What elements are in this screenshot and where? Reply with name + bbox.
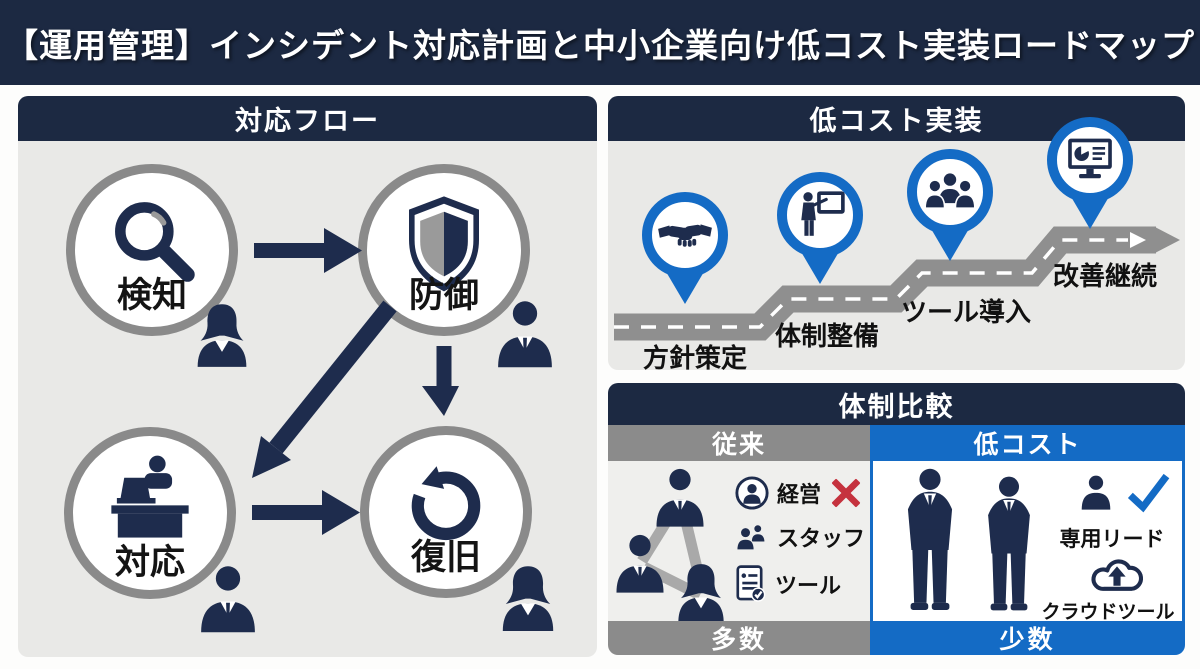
flow-panel-header: 対応フロー xyxy=(18,96,597,141)
presenter-icon xyxy=(801,191,845,236)
flow-panel: 対応フロー 検知 防御 対応 xyxy=(18,96,597,657)
milestone-label-improve: 改善継続 xyxy=(1052,261,1157,291)
column-header-label: 低コスト xyxy=(973,431,1082,459)
businessman-silhouette xyxy=(907,468,953,610)
shield-icon xyxy=(409,196,479,292)
milestone-pin-tools xyxy=(907,149,993,261)
flow-panel-title: 対応フロー xyxy=(235,106,380,136)
comparison-item-staff: スタッフ xyxy=(734,521,865,553)
businessman-silhouette xyxy=(988,476,1030,611)
cross-mark-icon xyxy=(831,478,861,508)
milestone-label-structure: 体制整備 xyxy=(774,321,879,351)
roadmap-panel: 低コスト実装 xyxy=(608,96,1185,370)
cloud-upload-icon xyxy=(1091,559,1144,591)
column-footer-label: 多数 xyxy=(710,626,767,654)
road-path xyxy=(614,226,1180,341)
column-traditional-header: 従来 xyxy=(608,425,870,461)
title-bar: 【運用管理】インシデント対応計画と中小企業向け低コスト実装ロードマップ xyxy=(0,0,1200,85)
roadmap-panel-title: 低コスト実装 xyxy=(809,106,984,136)
flow-step-response: 対応 xyxy=(64,427,236,599)
comparison-panel-title: 体制比較 xyxy=(838,391,955,422)
team-icon xyxy=(924,171,976,210)
manager-circle-icon xyxy=(735,476,769,510)
comparison-item-label: 経営 xyxy=(777,482,822,507)
column-traditional-footer: 多数 xyxy=(608,621,870,655)
column-lowcost-header: 低コスト xyxy=(870,425,1185,461)
column-lowcost: 低コスト xyxy=(870,425,1185,655)
woman-silhouette-icon xyxy=(502,566,554,631)
flow-step-label: 検知 xyxy=(116,276,187,315)
flow-step-label: 復旧 xyxy=(410,538,481,577)
comparison-item-lead xyxy=(1075,471,1172,513)
checklist-icon xyxy=(736,565,766,602)
flow-step-defense: 防御 xyxy=(358,164,530,336)
handshake-icon xyxy=(658,224,712,247)
man-silhouette-icon xyxy=(201,566,255,633)
restore-arrow-icon xyxy=(411,466,481,541)
column-footer-label: 少数 xyxy=(999,626,1056,654)
page-title: 【運用管理】インシデント対応計画と中小企業向け低コスト実装ロードマップ xyxy=(5,26,1195,64)
column-traditional-body: 経営 スタッフ xyxy=(608,461,870,621)
comparison-item-management: 経営 xyxy=(734,475,864,511)
milestone-label-policy: 方針策定 xyxy=(642,343,747,370)
milestone-pin-structure xyxy=(777,172,863,284)
org-network-graphic xyxy=(616,468,724,621)
check-mark-icon xyxy=(1127,473,1170,513)
comparison-item-label: スタッフ xyxy=(777,526,866,551)
column-traditional: 従来 xyxy=(608,425,870,655)
milestone-pin-improve xyxy=(1047,117,1133,229)
dashboard-icon xyxy=(1068,138,1112,179)
desk-worker-icon xyxy=(111,455,189,538)
comparison-panel-header: 体制比較 xyxy=(608,383,1185,425)
staff-icon xyxy=(736,524,766,551)
magnifier-icon xyxy=(115,202,195,282)
flow-step-label: 対応 xyxy=(114,543,185,582)
comparison-panel: 体制比較 従来 xyxy=(608,383,1185,655)
flow-step-recovery: 復旧 xyxy=(360,426,532,598)
column-header-label: 従来 xyxy=(711,431,766,459)
column-lowcost-footer: 少数 xyxy=(870,621,1185,655)
comparison-item-label: クラウドツール xyxy=(1041,602,1175,623)
comparison-item-label: ツール xyxy=(775,573,842,598)
comparison-item-tools: ツール xyxy=(734,565,841,603)
comparison-item-label: 専用リード xyxy=(1059,528,1165,551)
man-silhouette-icon xyxy=(498,301,552,368)
milestone-label-tools: ツール導入 xyxy=(900,297,1031,327)
column-lowcost-body: 専用リード クラウドツール xyxy=(870,461,1185,623)
flow-step-detection: 検知 xyxy=(66,164,238,336)
milestone-pin-policy xyxy=(642,192,728,304)
flow-step-label: 防御 xyxy=(408,276,479,315)
woman-silhouette-icon xyxy=(197,304,247,367)
person-icon xyxy=(1081,475,1111,510)
